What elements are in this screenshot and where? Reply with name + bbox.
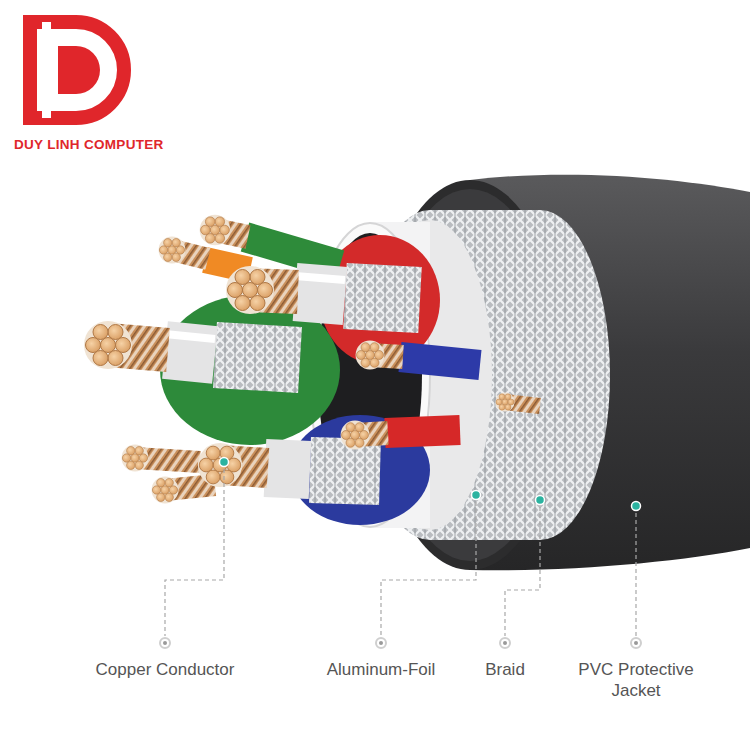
copper-end (226, 266, 274, 314)
leader-end-core (163, 641, 167, 645)
red-wire (385, 430, 460, 433)
logo-text: DUY LINH COMPUTER (14, 134, 214, 155)
leader-line (165, 462, 224, 636)
part-label: Copper Conductor (65, 659, 265, 680)
copper-end (159, 237, 186, 264)
leader-dots (220, 458, 641, 511)
leader-end (631, 638, 641, 648)
core-shield (215, 355, 300, 360)
copper-end (152, 477, 179, 504)
copper-end (84, 321, 132, 369)
copper-end (341, 421, 370, 450)
highlight (295, 276, 345, 280)
leader-end-core (634, 641, 638, 645)
leader-line (381, 495, 476, 636)
leader-line (505, 500, 540, 636)
leader-end (376, 638, 386, 648)
copper-end (200, 215, 231, 246)
leader-dot (632, 502, 641, 511)
copper-end (495, 392, 514, 411)
leader-dot (220, 458, 229, 467)
logo-gap (42, 22, 51, 118)
copper-end (198, 443, 242, 487)
core-insulation (265, 468, 310, 470)
leader-dot (536, 496, 545, 505)
part-label: Aluminum-Foil (281, 659, 481, 680)
leader-end (160, 638, 170, 648)
logo-mark (30, 22, 124, 118)
leader-end-core (503, 641, 507, 645)
wires (108, 230, 540, 490)
leader-end (500, 638, 510, 648)
leader-ends (160, 638, 641, 648)
highlight (165, 334, 215, 339)
leader-end-cores (163, 641, 638, 645)
core-shield (345, 296, 420, 300)
leader-dot (472, 491, 481, 500)
leader-lines (165, 462, 636, 636)
core-insulation (165, 350, 215, 355)
copper-end (356, 341, 385, 370)
core-shield (310, 470, 380, 472)
leader-line (635, 506, 636, 636)
blue-wire (400, 357, 480, 365)
core-insulation (295, 292, 345, 296)
copper-conductors (84, 215, 515, 504)
logo-outer (30, 22, 124, 118)
part-label: PVC Protective Jacket (566, 659, 706, 701)
leader-end-core (379, 641, 383, 645)
part-label: Braid (445, 659, 565, 680)
logo-inner (58, 46, 100, 94)
copper-end (122, 445, 149, 472)
green-wire (245, 237, 340, 265)
